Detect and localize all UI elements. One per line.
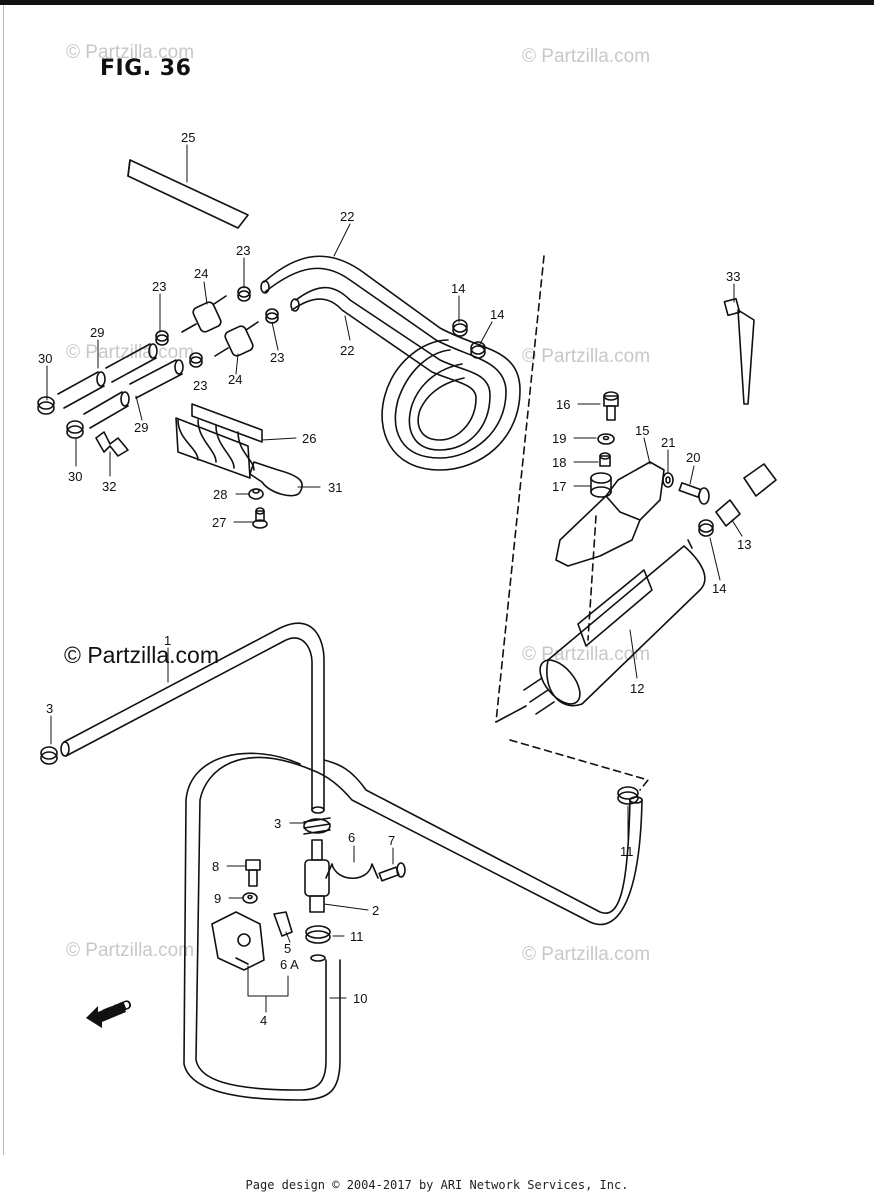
part-clips-30 <box>37 396 84 439</box>
part-washer-19 <box>597 433 615 445</box>
fwd-label: FWD <box>101 996 134 1021</box>
part-tie-strap <box>723 297 755 405</box>
callout: 29 <box>134 420 148 435</box>
callout: 24 <box>194 266 208 281</box>
callout: 20 <box>686 450 700 465</box>
part-hose-13 <box>715 463 777 527</box>
callout: 5 <box>284 941 291 956</box>
callout: 29 <box>90 325 104 340</box>
part-clips-14 <box>452 319 714 537</box>
callout: 11 <box>620 844 634 859</box>
watermark: © Partzilla.com <box>66 940 195 961</box>
footer-copyright: Page design © 2004-2017 by ARI Network S… <box>245 1178 629 1192</box>
callout: 23 <box>152 279 166 294</box>
callout: 19 <box>552 431 566 446</box>
callout: 23 <box>193 378 207 393</box>
callout: 21 <box>661 435 675 450</box>
callout: 9 <box>214 891 221 906</box>
callout: 31 <box>328 480 342 495</box>
part-clamps-11 <box>305 786 639 944</box>
guide-lines <box>495 255 649 791</box>
callout: 7 <box>388 833 395 848</box>
part-bolt-20 <box>678 482 710 505</box>
callout: 23 <box>270 350 284 365</box>
part-bolt-27 <box>252 507 268 529</box>
callout: 22 <box>340 343 354 358</box>
part-bolt-8 <box>245 859 261 887</box>
callout: 12 <box>630 681 644 696</box>
top-border <box>0 0 874 5</box>
watermark: © Partzilla.com <box>522 46 651 67</box>
part-bracket-15 <box>555 461 665 567</box>
callout: 24 <box>228 372 242 387</box>
callout: 18 <box>552 455 566 470</box>
callout: 30 <box>68 469 82 484</box>
callout: 22 <box>340 209 354 224</box>
callout: 26 <box>302 431 316 446</box>
callout: 15 <box>635 423 649 438</box>
callout: 1 <box>164 633 171 648</box>
part-breather-hose <box>260 255 521 471</box>
callout: 6 <box>348 830 355 845</box>
part-fuel-filter <box>523 539 706 715</box>
part-washer-9 <box>242 892 258 904</box>
callout: 23 <box>236 243 250 258</box>
part-pump-2 <box>304 839 330 913</box>
part-short-hoses <box>57 343 184 429</box>
callout: 11 <box>350 929 364 944</box>
part-clamp-6 <box>325 863 379 879</box>
watermark: © Partzilla.com <box>522 944 651 965</box>
callout: 30 <box>38 351 52 366</box>
leader-lines <box>46 144 743 1013</box>
callout: 8 <box>212 859 219 874</box>
callout: 4 <box>260 1013 267 1028</box>
part-clamps-3 <box>40 746 331 835</box>
part-foam-pad <box>127 159 249 229</box>
callout: 14 <box>451 281 465 296</box>
callout: 14 <box>712 581 726 596</box>
callout: 25 <box>181 130 195 145</box>
callout: 17 <box>552 479 566 494</box>
figure-title: FIG. 36 <box>100 56 192 81</box>
callout: 10 <box>353 991 367 1006</box>
left-rule <box>3 5 4 1155</box>
watermark-prominent: © Partzilla.com <box>64 642 219 668</box>
watermark: © Partzilla.com <box>66 42 195 63</box>
part-main-hose <box>60 622 643 926</box>
callout: 3 <box>274 816 281 831</box>
part-bracket-4 <box>211 911 265 971</box>
callout-numbers: 25 22 22 23 23 23 23 24 24 29 29 30 30 3… <box>38 130 751 1028</box>
part-clip-5 <box>273 911 293 937</box>
callout: 13 <box>737 537 751 552</box>
callout: 2 <box>372 903 379 918</box>
part-bolt-16 <box>603 391 619 421</box>
part-collar-18 <box>599 452 611 467</box>
part-screw-7 <box>378 862 406 882</box>
watermark: © Partzilla.com <box>522 644 651 665</box>
callout: 3 <box>46 701 53 716</box>
callout: 16 <box>556 397 570 412</box>
part-return-hose <box>183 752 341 1101</box>
callout: 33 <box>726 269 740 284</box>
fwd-arrow-icon: FWD <box>86 996 134 1028</box>
callout: 27 <box>212 515 226 530</box>
part-wire-loop <box>249 461 303 497</box>
callout: 28 <box>213 487 227 502</box>
part-nut-28 <box>248 488 264 500</box>
part-washer-21 <box>662 472 674 488</box>
watermark: © Partzilla.com <box>522 346 651 367</box>
part-holder-bracket <box>175 403 263 479</box>
part-clip-32 <box>95 431 129 457</box>
callout: 6 A <box>280 957 299 972</box>
callout: 14 <box>490 307 504 322</box>
callout: 32 <box>102 479 116 494</box>
part-inline-filters <box>181 295 259 357</box>
